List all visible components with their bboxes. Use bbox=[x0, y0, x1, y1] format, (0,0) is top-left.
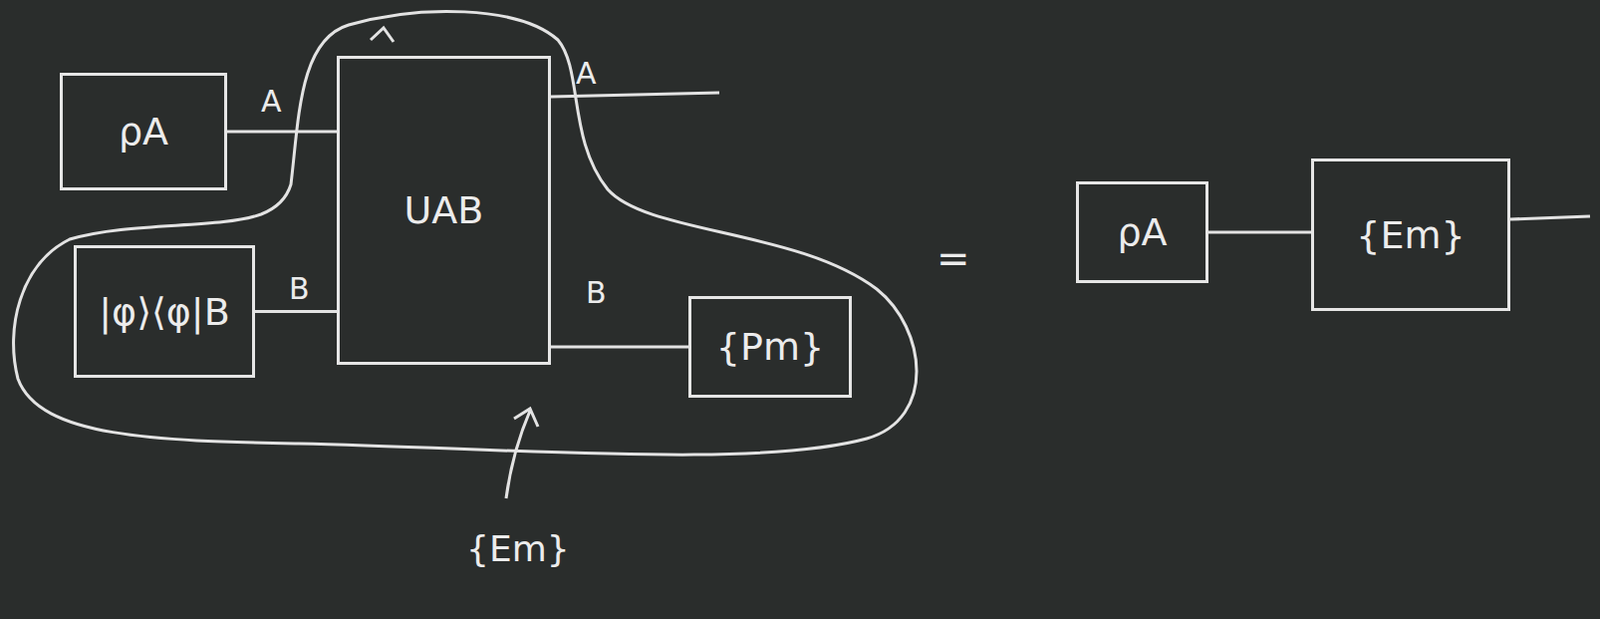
box-label: ρA bbox=[1116, 210, 1167, 255]
loop-tick bbox=[370, 27, 394, 42]
output-wire bbox=[550, 92, 720, 97]
enclosing-loop bbox=[13, 10, 917, 455]
wire-label: A bbox=[575, 55, 597, 91]
process-box: UAB bbox=[336, 55, 551, 365]
box-label: |φ⟩⟨φ|B bbox=[98, 289, 230, 334]
output-wire bbox=[1510, 216, 1591, 220]
pointer-arrow bbox=[506, 408, 538, 499]
process-box: |φ⟩⟨φ|B bbox=[73, 245, 256, 378]
wire bbox=[255, 310, 337, 312]
region-label: {Em} bbox=[466, 528, 570, 569]
wire bbox=[1208, 232, 1312, 234]
wire bbox=[227, 131, 337, 133]
process-box: {Em} bbox=[1311, 158, 1511, 311]
process-box: ρA bbox=[59, 72, 228, 191]
box-label: ρA bbox=[118, 109, 169, 154]
box-label: UAB bbox=[404, 188, 485, 233]
process-box: {Pm} bbox=[688, 295, 852, 398]
process-box: ρA bbox=[1075, 181, 1209, 283]
wire-label: A bbox=[261, 83, 282, 119]
wire bbox=[550, 346, 689, 348]
box-label: {Pm} bbox=[716, 324, 824, 369]
box-label: {Em} bbox=[1355, 213, 1465, 258]
wire-label: B bbox=[288, 270, 310, 306]
equals-sign: = bbox=[936, 235, 971, 281]
wire-label: B bbox=[585, 274, 607, 310]
